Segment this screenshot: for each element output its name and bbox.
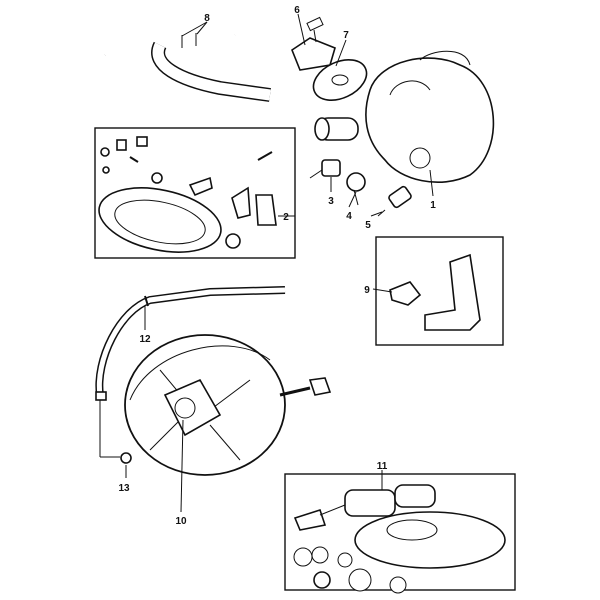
label-10: 10: [175, 516, 187, 527]
vacuum-hose-part-8: [100, 29, 271, 102]
check-valve-part-6: [291, 16, 336, 71]
label-6: 6: [294, 5, 300, 16]
label-4: 4: [346, 211, 352, 222]
label-1: 1: [430, 200, 436, 211]
label-11: 11: [377, 461, 388, 472]
bracket-box-part-9: [375, 236, 504, 346]
vacuum-hose-part-12: [95, 286, 286, 401]
label-13: 13: [118, 483, 130, 494]
label-5: 5: [365, 220, 371, 231]
label-7: 7: [343, 30, 349, 41]
label-8: 8: [204, 13, 210, 24]
leader-lines: [99, 13, 434, 513]
label-3: 3: [328, 196, 334, 207]
label-2: 2: [283, 212, 289, 223]
filter-part-5: [377, 185, 412, 217]
repair-kit-box-part-2: [94, 127, 296, 259]
vacuum-pump-part-1: [314, 50, 495, 183]
fitting-part-3: [309, 159, 341, 179]
label-9: 9: [364, 285, 370, 296]
brake-booster-part-10: [124, 334, 332, 476]
washer-part-13: [120, 452, 132, 464]
gasket-part-7: [312, 59, 368, 101]
label-12: 12: [139, 334, 151, 345]
fitting-part-4: [346, 172, 366, 206]
master-cylinder-kit-box-part-11: [284, 473, 516, 594]
